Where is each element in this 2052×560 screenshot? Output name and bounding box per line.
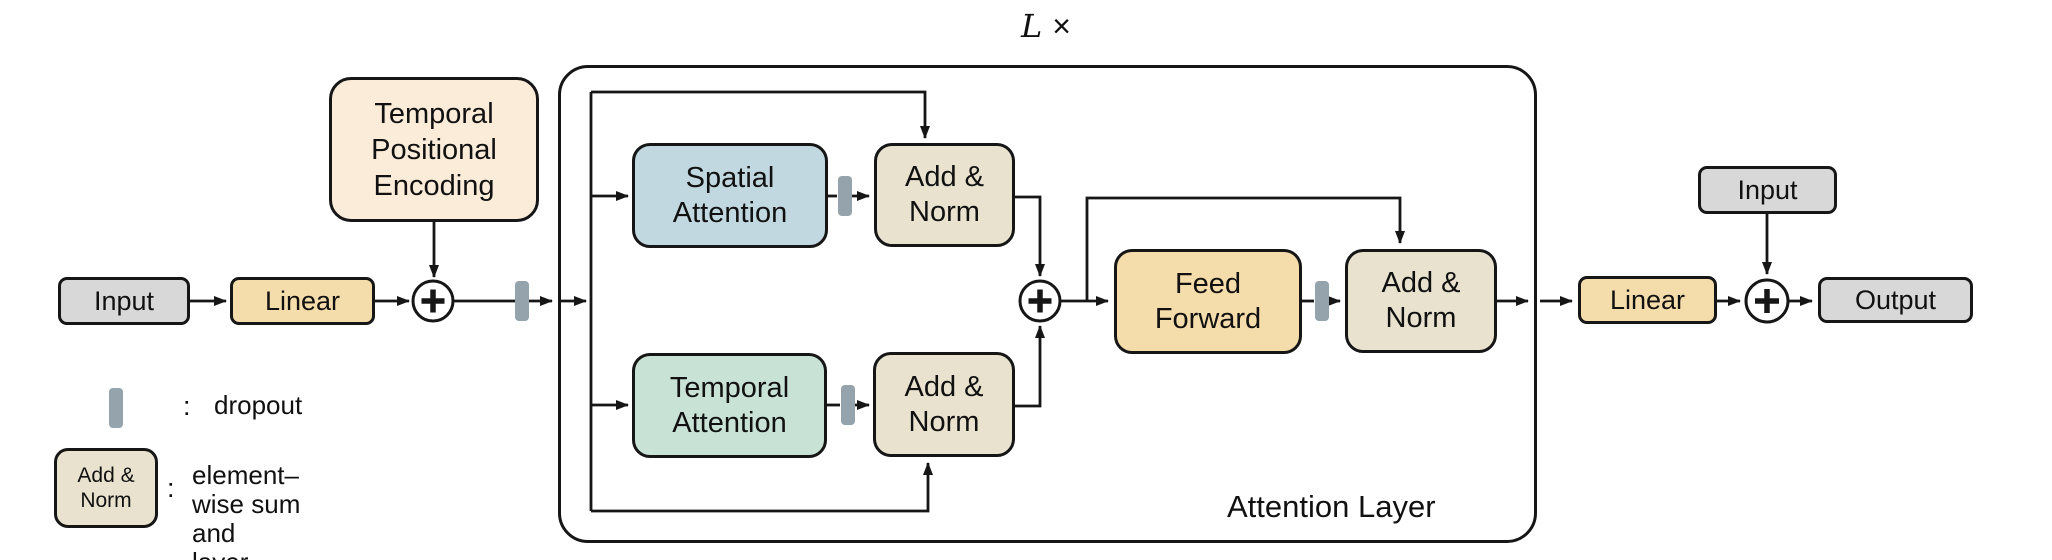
node-label: Spatial Attention	[672, 161, 788, 229]
legend-colon: :	[167, 473, 175, 503]
node-temporal-positional-encoding: Temporal Positional Encoding	[329, 77, 539, 222]
node-linear-left: Linear	[230, 277, 375, 325]
node-output: Output	[1818, 277, 1973, 323]
node-label: Temporal Positional Encoding	[371, 97, 497, 202]
node-label: Temporal Attention	[669, 371, 790, 439]
node-label: Add & Norm	[1381, 267, 1461, 334]
skip-connection-top	[591, 90, 930, 139]
plus-icon	[1755, 289, 1779, 313]
sum-node-left	[411, 279, 455, 323]
node-temporal-attention: Temporal Attention	[632, 353, 827, 458]
plus-icon	[1028, 289, 1052, 313]
node-label: Add & Norm	[905, 161, 984, 228]
skip-connection-feed-forward	[1085, 196, 1405, 301]
loop-variable: L	[1021, 7, 1043, 45]
node-input-right: Input	[1698, 166, 1837, 214]
dropout-icon	[838, 176, 852, 216]
sum-node-right	[1744, 278, 1790, 324]
dropout-icon	[1315, 281, 1329, 321]
attention-layer-container	[558, 65, 1537, 543]
plus-icon	[421, 289, 445, 313]
dropout-icon	[515, 281, 529, 321]
sum-node-middle	[1018, 279, 1062, 323]
node-input-left: Input	[58, 277, 190, 325]
legend-add-norm-box: Add & Norm	[54, 448, 158, 528]
node-linear-right: Linear	[1578, 276, 1717, 324]
legend-add-norm-description: element–wise sum and layer normalization	[192, 460, 301, 560]
attention-layer-title: Attention Layer	[1227, 489, 1436, 524]
node-label: Add & Norm	[904, 370, 984, 438]
node-feed-forward: Feed Forward	[1114, 249, 1302, 354]
legend-add-norm-box-label: Add & Norm	[77, 464, 135, 512]
node-add-norm-3: Add & Norm	[1345, 249, 1497, 353]
times-symbol: ×	[1052, 8, 1071, 44]
node-label: Linear	[1609, 284, 1686, 315]
line-add-norm-1-to-sum	[1015, 195, 1045, 277]
skip-connection-bottom	[591, 462, 933, 513]
node-label: Input	[1737, 174, 1798, 205]
legend-dropout-icon	[109, 388, 123, 428]
node-add-norm-1: Add & Norm	[874, 143, 1015, 247]
dropout-icon	[841, 385, 855, 425]
loop-count-label: L×	[986, 8, 1106, 44]
legend-colon: :	[183, 391, 191, 421]
node-label: Output	[1854, 284, 1937, 315]
node-label: Input	[93, 285, 155, 316]
legend-dropout-label: dropout	[214, 390, 303, 420]
node-spatial-attention: Spatial Attention	[632, 143, 828, 248]
node-label: Feed Forward	[1154, 267, 1262, 335]
line-add-norm-2-to-sum	[1015, 325, 1045, 408]
node-add-norm-2: Add & Norm	[873, 352, 1015, 457]
node-label: Linear	[264, 285, 341, 316]
